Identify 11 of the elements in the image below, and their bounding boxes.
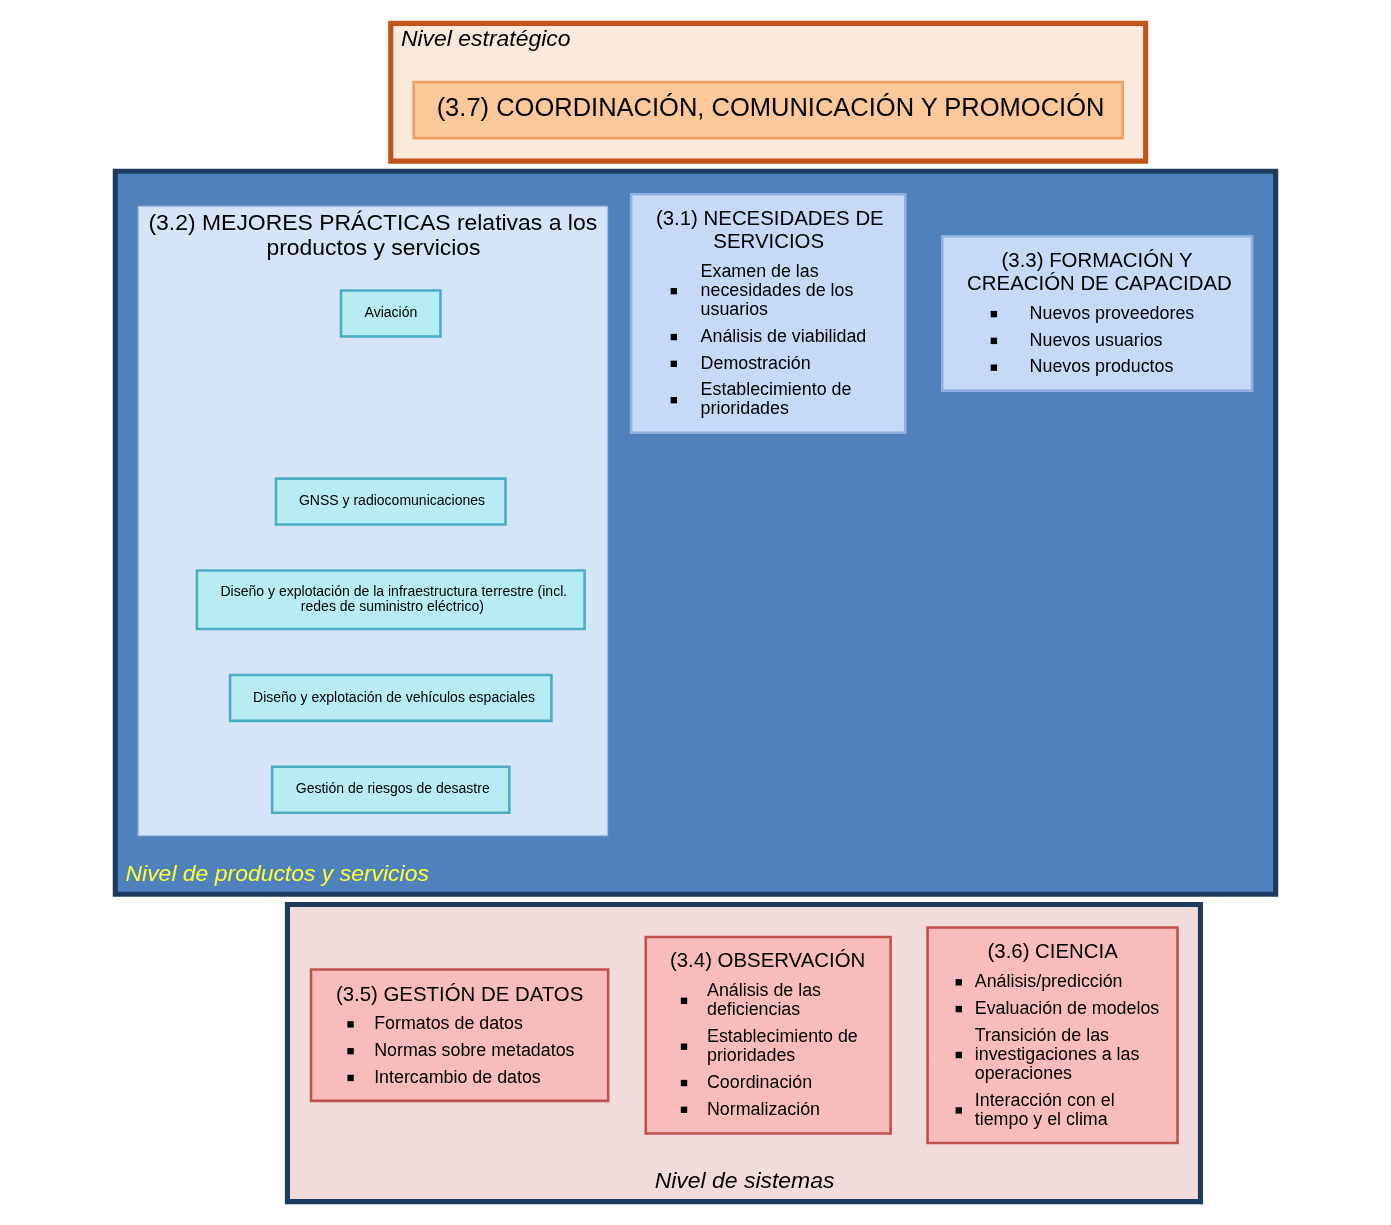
node-box: (3.1) NECESIDADES DE SERVICIOS Examen de las necesidades de los usuarios Análisis de viabilidad Demostración Establecimiento de prioridades: [629, 192, 907, 434]
node-box: Diseño y explotación de vehículos espaciales: [228, 673, 553, 723]
node-box: Aviación: [339, 289, 442, 338]
node-box: Gestión de riesgos de desastre: [270, 765, 511, 814]
node-box: GNSS y radiocomunicaciones: [274, 477, 507, 526]
node-box: (3.6) CIENCIA Análisis/predicción Evaluación de modelos Transición de las investigaciones a las operaciones Interacción con el tiempo y el clima: [926, 926, 1179, 1145]
node-box: Diseño y explotación de la infraestructura terrestre (incl. redes de suministro eléctrico): [195, 569, 586, 631]
node-box: (3.3) FORMACIÓN Y CREACIÓN DE CAPACIDAD Nuevos proveedores Nuevos usuarios Nuevos productos: [940, 235, 1254, 392]
node-box: (3.5) GESTIÓN DE DATOS Formatos de datos Normas sobre metadatos Intercambio de datos: [309, 968, 610, 1103]
node-box: (3.7) COORDINACIÓN, COMUNICACIÓN Y PROMOCIÓN: [412, 80, 1124, 140]
node-box: (3.4) OBSERVACIÓN Análisis de las deficiencias Establecimiento de prioridades Coordinación Normalización: [644, 935, 892, 1135]
